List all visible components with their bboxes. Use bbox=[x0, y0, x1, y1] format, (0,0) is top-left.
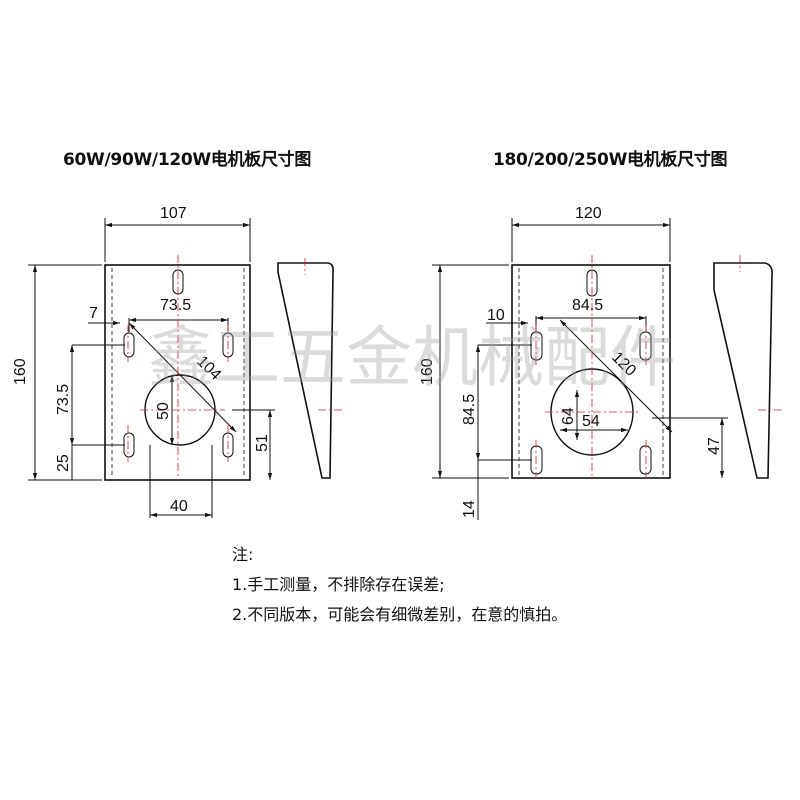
left-hole-width-label: 40 bbox=[170, 498, 188, 515]
notes-heading: 注: bbox=[232, 545, 254, 564]
right-slot-offset-label: 10 bbox=[487, 307, 505, 324]
left-plate-outline bbox=[104, 264, 251, 481]
notes-line-1: 1.手工测量，不排除存在误差; bbox=[232, 575, 445, 594]
notes-block: 注: 1.手工测量，不排除存在误差; 2.不同版本，可能会有细微差别，在意的慎拍… bbox=[232, 540, 567, 630]
right-hole-height-label: 64 bbox=[560, 407, 577, 425]
right-slot-lower-right bbox=[639, 445, 652, 475]
left-diagonal-dim-line bbox=[128, 322, 237, 433]
left-width-label: 107 bbox=[160, 205, 187, 222]
left-hole-diameter-label: 50 bbox=[155, 402, 172, 420]
right-side-profile bbox=[713, 262, 773, 479]
right-height-label: 160 bbox=[419, 358, 436, 385]
left-side-height-label: 51 bbox=[254, 434, 271, 452]
right-slot-top bbox=[586, 269, 598, 297]
right-hole-width-label: 54 bbox=[582, 413, 600, 430]
left-slot-span-label: 73.5 bbox=[160, 297, 191, 314]
right-plate-drawing bbox=[432, 218, 773, 520]
watermark-logo: 鑫工五金机械配件 bbox=[148, 319, 676, 396]
left-slot-offset-label: 7 bbox=[89, 305, 98, 322]
right-slot-span-label: 84.5 bbox=[572, 297, 603, 314]
left-slot-height-label: 73.5 bbox=[55, 384, 72, 415]
left-slot-lower-left bbox=[123, 432, 135, 458]
notes-line-2: 2.不同版本，可能会有细微差别，在意的慎拍。 bbox=[232, 605, 568, 624]
left-bottom-offset-label: 25 bbox=[55, 454, 72, 472]
right-drawing-title: 180/200/250W电机板尺寸图 bbox=[493, 150, 728, 170]
right-bottom-offset-label: 14 bbox=[461, 500, 478, 518]
right-width-label: 120 bbox=[575, 205, 602, 222]
left-height-label: 160 bbox=[12, 358, 29, 385]
left-side-profile bbox=[277, 262, 334, 479]
right-side-height-label: 47 bbox=[706, 437, 723, 455]
right-slot-lower-left bbox=[530, 445, 543, 475]
right-diagonal-dim-line bbox=[559, 319, 673, 433]
left-drawing-title: 60W/90W/120W电机板尺寸图 bbox=[63, 150, 312, 170]
right-slot-height-label: 84.5 bbox=[461, 394, 478, 425]
left-slot-upper-left bbox=[123, 332, 135, 358]
